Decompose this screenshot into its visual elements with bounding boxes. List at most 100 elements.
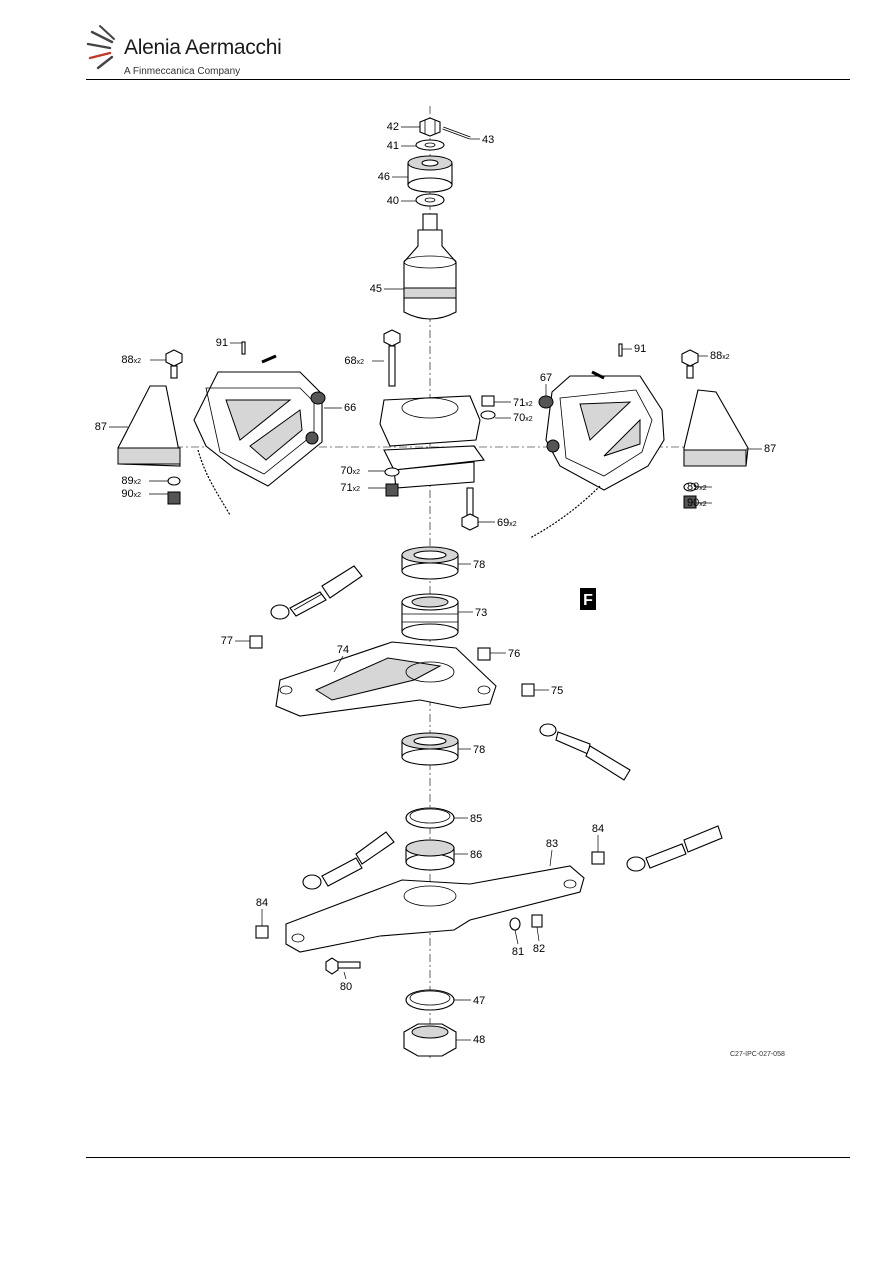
callout-77: 77 [221, 635, 233, 647]
callout-41: 41 [387, 140, 399, 152]
callout-71: 71x2 [340, 482, 360, 494]
part-bearing-78-upper [401, 546, 459, 580]
part-right-bolt-88 [681, 349, 699, 379]
part-rod-end-lower-right [626, 825, 723, 872]
callout-leader-83 [549, 849, 553, 867]
callout-86: 86 [470, 849, 482, 861]
callout-74: 74 [337, 644, 349, 656]
callout-88: 88x2 [121, 354, 141, 366]
callout-76: 76 [508, 648, 520, 660]
part-rod-end-upper-left [270, 565, 363, 620]
part-bolt-69 [461, 487, 479, 531]
callout-81: 81 [512, 946, 524, 958]
figure-reference-code: C27-IPC-027-058 [730, 1051, 785, 1058]
callout-43: 43 [482, 134, 494, 146]
part-bearing-78-lower [401, 732, 459, 766]
part-bushing-76 [477, 647, 491, 661]
part-right-nut-90 [683, 495, 697, 509]
callout-91: 91 [216, 337, 228, 349]
callout-leader-74 [333, 655, 344, 673]
part-bushing-73 [401, 593, 459, 641]
callout-66: 66 [344, 402, 356, 414]
callout-qty: x2 [134, 479, 142, 486]
callout-qty: x2 [134, 358, 142, 365]
part-right-washer-70 [480, 410, 496, 420]
callout-48: 48 [473, 1034, 485, 1046]
callout-73: 73 [475, 607, 487, 619]
part-bolt-80 [325, 957, 361, 975]
callout-qty: x2 [353, 469, 361, 476]
callout-qty: x2 [134, 492, 142, 499]
right-cable [529, 485, 601, 539]
callout-69: 69x2 [497, 517, 517, 529]
part-left-nut-71 [385, 483, 399, 497]
callout-90: 90x2 [687, 497, 707, 509]
part-left-quadrant-66 [193, 354, 326, 487]
callout-qty: x2 [525, 401, 533, 408]
part-washer-40-hole [424, 197, 436, 203]
part-cotter-pin [442, 126, 471, 140]
part-castle-nut [419, 117, 441, 137]
callout-47: 47 [473, 995, 485, 1007]
callout-leader-81 [514, 929, 519, 945]
callout-40: 40 [387, 195, 399, 207]
part-nut-48 [403, 1023, 457, 1057]
part-bushing-84-right [591, 851, 605, 865]
callout-46: 46 [378, 171, 390, 183]
part-right-quadrant-67 [538, 370, 665, 491]
callout-87: 87 [95, 421, 107, 433]
part-bolt-68 [383, 329, 401, 387]
part-left-pin-91 [241, 341, 246, 355]
part-rod-end-lower-left [302, 831, 395, 890]
part-ring-85 [405, 807, 455, 829]
part-bushing-75 [521, 683, 535, 697]
callout-45: 45 [370, 283, 382, 295]
callout-qty: x2 [699, 485, 707, 492]
callout-70: 70x2 [340, 465, 360, 477]
callout-80: 80 [340, 981, 352, 993]
callout-82: 82 [533, 943, 545, 955]
callout-71: 71x2 [513, 397, 533, 409]
callout-75: 75 [551, 685, 563, 697]
part-bearing-46 [407, 155, 453, 193]
company-tagline: A Finmeccanica Company [124, 66, 241, 77]
callout-91: 91 [634, 343, 646, 355]
callout-qty: x2 [357, 359, 365, 366]
callout-leader-82 [536, 926, 540, 942]
header-rule [86, 79, 850, 80]
part-right-nut-71 [481, 395, 495, 407]
part-lever-74 [275, 641, 497, 717]
callout-78: 78 [473, 744, 485, 756]
callout-89: 89x2 [121, 475, 141, 487]
part-washer-40 [415, 193, 445, 207]
part-center-bracket [379, 395, 485, 489]
part-left-washer-89 [167, 476, 181, 486]
callout-42: 42 [387, 121, 399, 133]
company-name: Alenia Aermacchi [124, 36, 282, 59]
part-washer-81 [509, 917, 521, 931]
part-left-washer-70 [384, 467, 400, 477]
part-spacer-86 [405, 839, 455, 871]
right-bracket-base [683, 449, 747, 467]
part-bushing-77 [249, 635, 263, 649]
callout-qty: x2 [525, 416, 533, 423]
callout-67: 67 [540, 372, 552, 384]
callout-qty: x2 [699, 501, 707, 508]
part-washer-41 [415, 139, 445, 151]
footer-rule [86, 1157, 850, 1158]
left-cable [197, 449, 231, 516]
part-rod-end-middle-right [539, 723, 631, 781]
callout-70: 70x2 [513, 412, 533, 424]
logo-swoosh-icon [86, 25, 115, 70]
callout-87: 87 [764, 443, 776, 455]
callout-89: 89x2 [687, 481, 707, 493]
part-bushing-84-left [255, 925, 269, 939]
callout-83: 83 [546, 838, 558, 850]
callout-qty: x2 [722, 354, 730, 361]
part-washer-41-hole [424, 142, 436, 148]
part-spindle-45 [403, 213, 457, 320]
callout-qty: x2 [509, 521, 517, 528]
part-lever-83 [285, 865, 585, 953]
part-left-bolt-88 [165, 349, 183, 379]
